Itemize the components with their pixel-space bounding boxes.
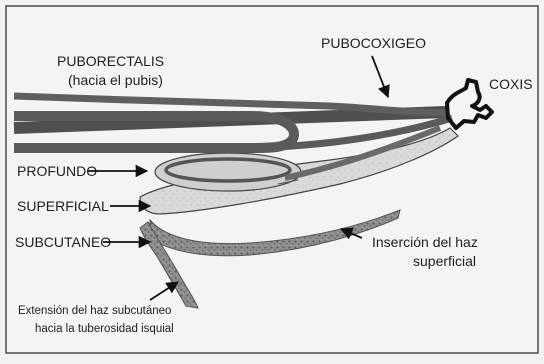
label-puborectalis-sub: (hacia el pubis): [68, 72, 163, 88]
label-extension-line1: Extensión del haz subcutáneo: [18, 305, 171, 317]
label-pubocoxigeo: PUBOCOXIGEO: [321, 35, 426, 51]
label-insercion-line2: superficial: [413, 253, 476, 269]
label-insercion-line1: Inserción del haz: [372, 234, 478, 250]
label-profundo: PROFUNDO: [17, 163, 97, 179]
label-puborectalis: PUBORECTALIS: [57, 53, 164, 69]
label-superficial: SUPERFICIAL: [17, 198, 109, 214]
label-coxis: COXIS: [489, 76, 533, 92]
label-subcutaneo: SUBCUTANEO: [15, 234, 111, 250]
label-extension-line2: hacia la tuberosidad isquial: [35, 323, 174, 335]
